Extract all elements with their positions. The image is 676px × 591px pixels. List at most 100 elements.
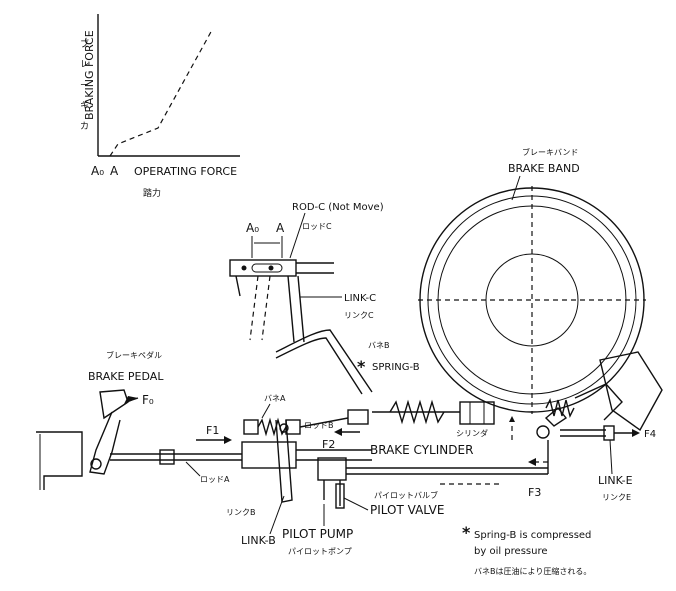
rod-b-label-jp: ロッドB	[304, 421, 334, 430]
force-f2: F2	[322, 438, 335, 451]
braking-force-graph: ブ レ ー キ カ BRAKING FORCE A₀ A OPERATING F…	[80, 14, 240, 199]
rod-a-leader	[185, 461, 201, 477]
force-f1: F1	[206, 424, 219, 437]
pilot-valve-body	[317, 457, 347, 481]
pilot-valve-label-jp: パイロットバルブ	[374, 490, 438, 500]
connecting-lever	[275, 329, 373, 393]
rod-a-label-jp: ロッドA	[200, 475, 230, 484]
pilot-pump-label-jp: パイロットポンプ	[288, 547, 352, 556]
link-e-assembly: F4 LINK-E リンクE	[536, 397, 656, 502]
link-c-prev-position	[249, 275, 259, 341]
brake-cylinder-label: BRAKE CYLINDER	[370, 443, 473, 457]
rod-c-block	[229, 259, 297, 277]
graph-y-label-jp: ブ レ ー キ カ	[80, 38, 89, 132]
pedal-pad	[99, 389, 129, 420]
brake-band-inner	[427, 195, 637, 405]
pedal-pivot	[90, 458, 102, 470]
footnote: * Spring-B is compressed by oil pressure…	[462, 523, 591, 576]
link-c-label-jp: リンクC	[344, 311, 374, 320]
y-label-jp-char: カ	[80, 121, 89, 132]
pilot-pump-label: PILOT PUMP	[282, 527, 353, 541]
pedal-arm	[89, 411, 121, 475]
band-anchor-bracket	[599, 351, 663, 432]
f4-arrowhead	[632, 429, 640, 437]
brake-pedal-label: BRAKE PEDAL	[88, 370, 164, 383]
rod-c-pin	[268, 265, 274, 271]
cylinder-motion-arrowhead	[509, 416, 515, 422]
rod-c-slot	[251, 263, 283, 273]
rod-c-dim-a0: A₀	[246, 221, 259, 235]
y-label-jp-char: ー	[80, 81, 89, 91]
force-f4: F4	[644, 429, 656, 440]
spring-a-cap	[243, 419, 259, 435]
link-c-prev-position	[261, 275, 271, 341]
graph-curve	[109, 29, 213, 157]
brake-pedal-group: ブレーキペダル BRAKE PEDAL F₀	[36, 350, 164, 490]
valve-body	[241, 441, 297, 469]
brake-cylinder-body	[459, 401, 495, 425]
link-c	[297, 275, 305, 343]
spring-a-leader	[261, 403, 271, 419]
note-star: *	[462, 523, 471, 542]
y-label-jp-char: ブ	[80, 38, 89, 50]
link-e-label-jp: リンクE	[602, 493, 631, 502]
link-b-leader	[269, 495, 285, 535]
spring-a-label-jp: バネA	[264, 394, 286, 403]
rod-a-clevis	[159, 449, 175, 465]
spring-b-star: *	[357, 357, 366, 376]
link-b-assembly: リンクB LINK-B	[226, 419, 372, 547]
rod-c-assembly: ROD-C (Not Move) ロッドC A₀ A LINK-C リンクC	[229, 202, 384, 343]
spring-b-label-jp: バネB	[368, 341, 390, 350]
cylinder-label-jp: シリンダ	[456, 428, 488, 438]
link-b-label: LINK-B	[241, 534, 276, 547]
band-spring	[545, 397, 575, 419]
rod-c-label-jp: ロッドC	[302, 222, 332, 231]
rod-c-label: ROD-C (Not Move)	[292, 202, 384, 213]
spring-b-label: SPRING-B	[372, 362, 420, 373]
brake-drum: ブレーキバンド BRAKE BAND	[418, 147, 663, 432]
graph-y-label: BRAKING FORCE	[83, 30, 96, 120]
pilot-valve-label: PILOT VALVE	[370, 503, 444, 517]
f3-arrowhead	[528, 458, 536, 466]
graph-x-label: OPERATING FORCE	[134, 165, 237, 178]
note-line-1: Spring-B is compressed	[474, 530, 591, 541]
brake-pedal-label-jp: ブレーキペダル	[106, 350, 162, 360]
link-c	[287, 275, 295, 343]
link-e-arm	[544, 407, 568, 427]
link-b-pivot	[279, 423, 289, 433]
pedal-force-label: F₀	[142, 393, 154, 407]
rod-c-leader	[289, 212, 306, 259]
link-e-label: LINK-E	[598, 474, 633, 487]
note-line-3-jp: バネBは圧油により圧縮される。	[474, 566, 591, 576]
floor-outline	[36, 431, 83, 490]
rod-c-dim-a: A	[276, 221, 285, 235]
pilot-valve-group: パイロットバルブ PILOT VALVE	[317, 457, 444, 517]
rod-b	[299, 417, 349, 428]
link-c-stub	[235, 275, 241, 297]
link-e-pivot	[536, 425, 550, 439]
link-e-end	[603, 425, 615, 441]
brake-band-label: BRAKE BAND	[508, 162, 580, 175]
y-label-jp-char: レ	[80, 60, 89, 70]
rod-c-pin	[241, 265, 247, 271]
brake-band-label-jp: ブレーキバンド	[522, 147, 578, 157]
link-e-leader	[609, 439, 613, 475]
spring-b-label-group: バネB * SPRING-B	[357, 341, 420, 376]
f1-arrowhead	[224, 436, 232, 444]
band-end-strap	[574, 383, 623, 421]
y-label-jp-char: キ	[80, 101, 89, 111]
pilot-valve-spool	[335, 483, 345, 509]
note-line-2: by oil pressure	[474, 546, 548, 557]
connecting-lever	[275, 337, 363, 395]
link-b	[275, 419, 293, 503]
graph-origin-a0: A₀	[91, 164, 104, 178]
force-f3: F3	[528, 486, 541, 499]
link-b-label-jp: リンクB	[226, 508, 256, 517]
graph-origin-a: A	[110, 164, 119, 178]
f2-arrowhead	[334, 428, 342, 436]
pilot-valve-leader	[343, 497, 369, 511]
brake-cylinder-group: シリンダ BRAKE CYLINDER	[370, 401, 515, 457]
rod-b-clevis	[347, 409, 369, 425]
